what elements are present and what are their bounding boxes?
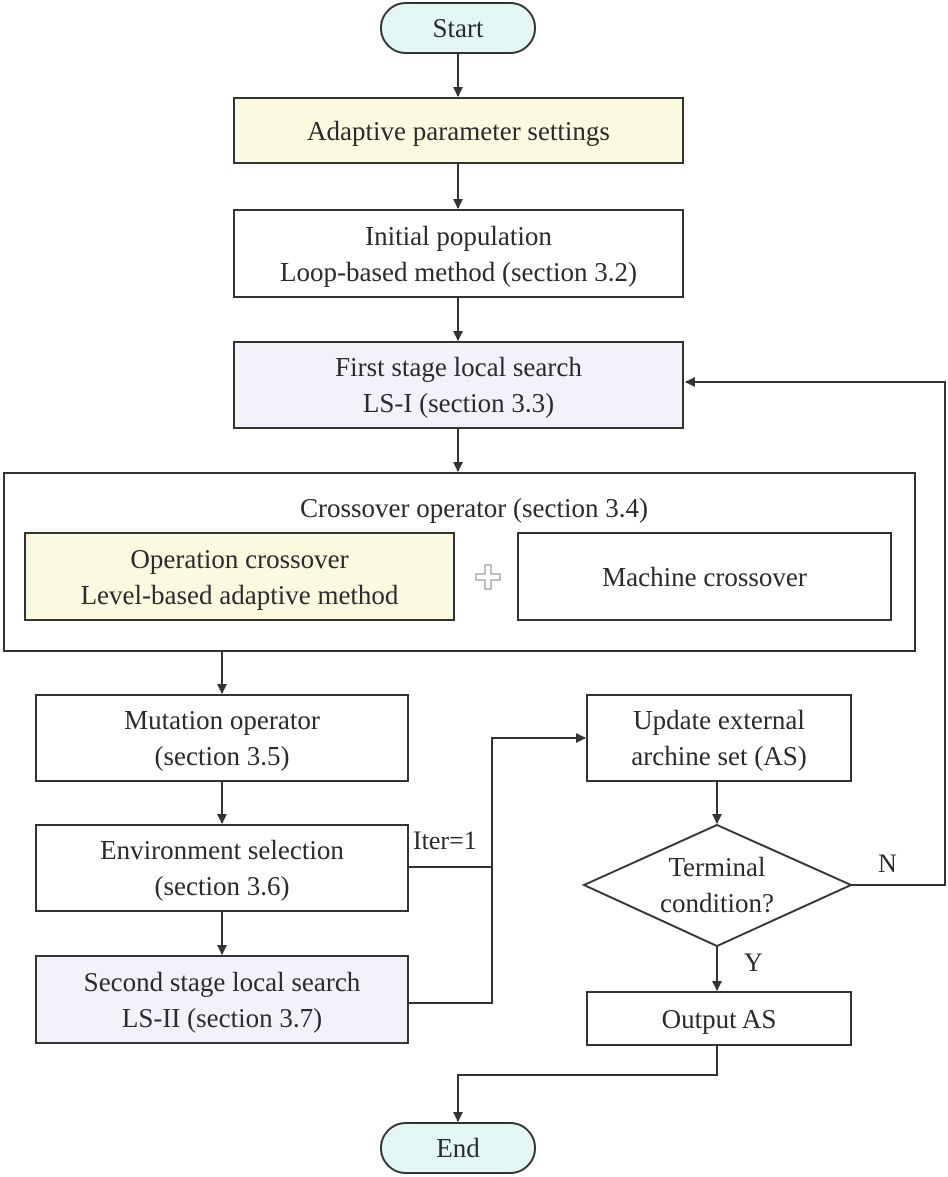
ls2-line2: LS-II (section 3.7) (121, 1002, 323, 1033)
update-line2: archine set (AS) (631, 741, 807, 771)
adaptive-parameter-node: Adaptive parameter settings (233, 97, 684, 164)
initial-population-line1: Initial population (365, 220, 552, 251)
output-as-node: Output AS (586, 991, 852, 1046)
terminal-line2: condition? (660, 888, 774, 918)
crossover-group-title: Crossover operator (section 3.4) (300, 493, 648, 523)
ls1-line1: First stage local search (335, 352, 582, 382)
environment-line1: Environment selection (100, 835, 344, 865)
edge-output-end (453, 1044, 718, 1122)
ls2-line1: Second stage local search (83, 966, 361, 997)
mutation-line1: Mutation operator (124, 705, 320, 735)
end-label: End (436, 1133, 480, 1163)
update-line1: Update external (633, 705, 805, 735)
mutation-line2: (section 3.5) (154, 741, 290, 771)
environment-line2: (section 3.6) (154, 871, 290, 901)
machine-crossover-node: Machine crossover (517, 532, 892, 621)
output-label: Output AS (661, 1003, 777, 1034)
terminal-condition-diamond (581, 823, 854, 948)
mutation-operator-node: Mutation operator (section 3.5) (35, 694, 409, 782)
environment-selection-node: Environment selection (section 3.6) (35, 824, 409, 912)
end-node: End (380, 1122, 536, 1174)
edge-ls2-update (408, 733, 586, 1004)
machine-crossover-label: Machine crossover (602, 561, 807, 592)
start-node: Start (380, 2, 536, 54)
initial-population-node: Initial population Loop-based method (se… (233, 209, 684, 298)
operation-crossover-line1: Operation crossover (130, 543, 349, 574)
edge-terminal-no (685, 377, 946, 886)
terminal-line1: Terminal (668, 852, 766, 882)
initial-population-line2: Loop-based method (section 3.2) (280, 256, 637, 287)
operation-crossover-line2: Level-based adaptive method (80, 579, 399, 610)
second-stage-local-search-node: Second stage local search LS-II (section… (35, 955, 409, 1044)
ls1-line2: LS-I (section 3.3) (362, 388, 555, 418)
yes-edge-label: Y (744, 948, 763, 977)
terminal-condition-label: Terminal condition? (617, 849, 817, 921)
crossover-group (3, 472, 916, 652)
no-edge-label: N (878, 849, 897, 878)
update-external-archive-node: Update external archine set (AS) (586, 694, 852, 782)
adaptive-parameter-label: Adaptive parameter settings (307, 115, 610, 146)
first-stage-local-search-node: First stage local search LS-I (section 3… (233, 341, 684, 429)
operation-crossover-node: Operation crossover Level-based adaptive… (24, 532, 455, 621)
start-label: Start (432, 13, 484, 43)
iter-edge-label: Iter=1 (413, 826, 477, 855)
plus-icon (475, 564, 501, 590)
